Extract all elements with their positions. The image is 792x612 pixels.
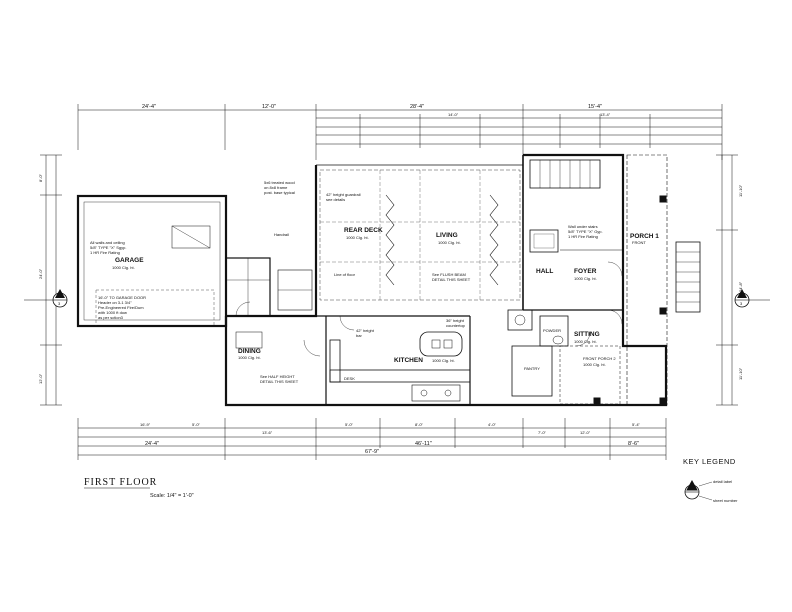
- porch-2-label: FRONT PORCH 2: [583, 356, 616, 361]
- sitting-area: 1000 Clg. ht.: [574, 339, 597, 344]
- porch-2: [559, 345, 621, 405]
- dining-area: 1000 Clg. ht.: [238, 355, 261, 360]
- dim-bottom-sub-d: 5'-0": [345, 422, 354, 427]
- garage-label: GARAGE: [115, 257, 144, 264]
- garage-area: 1000 Clg. ht.: [112, 265, 135, 270]
- kitchen-area: 1000 Clg. ht.: [432, 358, 455, 363]
- dim-bottom-sub-h: 12'-0": [580, 430, 591, 435]
- dim-bottom-sub-e: 8'-0": [415, 422, 424, 427]
- countertop-note-2: countertop: [446, 323, 466, 328]
- kitchen: [326, 315, 471, 405]
- dim-left-b: 24'-0": [38, 268, 43, 279]
- dim-bottom-a: 24'-4": [145, 441, 159, 447]
- key-legend-title: KEY LEGEND: [683, 457, 736, 466]
- rear-deck: [319, 169, 521, 301]
- drawing-title: FIRST FLOOR: [84, 477, 157, 488]
- treated-wood-note-2: on 8x8 frame: [264, 185, 288, 190]
- pantry-label: PANTRY: [524, 366, 540, 371]
- dim-bottom-sub-c: 13'-6": [262, 430, 273, 435]
- bar-note: 42" height: [356, 328, 375, 333]
- stair-wall-note-3: 1 HR Fire Rating: [568, 234, 598, 239]
- key-legend-sheet: sheet number: [713, 498, 738, 503]
- section-marker-right-sheet: 3: [740, 301, 743, 306]
- garage-walls-note: All walls and ceiling: [90, 240, 125, 245]
- bottom-dimensions: [77, 418, 667, 460]
- flush-beam-note: See FLUSH BEAM: [432, 272, 466, 277]
- dim-bottom-sub-a: 16'-9": [140, 422, 151, 427]
- dim-right-b: 24'-8": [738, 281, 743, 292]
- handrail-note: Handrail: [274, 232, 289, 237]
- flush-beam-note-2: DETAIL THIS SHEET: [432, 277, 471, 282]
- garage-door-note-4: with 1000 ft dow: [98, 310, 127, 315]
- living-label: LIVING: [436, 232, 458, 239]
- side-dimensions: [40, 154, 738, 406]
- half-detail-note-2: DETAIL THIS SHEET: [260, 379, 299, 384]
- rear-deck-area: 1000 Clg. ht.: [346, 235, 369, 240]
- stair-hall: [507, 159, 623, 397]
- countertop-note: 36" height: [446, 318, 465, 323]
- porch-1-sub: FRONT: [632, 240, 646, 245]
- dim-bottom-sub-f: 4'-0": [488, 422, 497, 427]
- living-area: 1000 Clg. ht.: [438, 240, 461, 245]
- dim-bottom-b: 46'-11": [415, 441, 432, 447]
- drawing-scale: Scale: 1/4" = 1'-0": [150, 493, 194, 499]
- dim-bottom-overall: 67'-9": [365, 449, 379, 455]
- section-marker-right-letter: A: [740, 294, 743, 299]
- bar-note-2: bar: [356, 333, 362, 338]
- top-dimensions: [77, 104, 723, 160]
- section-marker-left: A 3: [24, 289, 68, 308]
- dim-left-a: 8'-0": [38, 173, 43, 182]
- garage-walls-note-2: 5/8" TYPE "X" Sgyp.: [90, 245, 126, 250]
- half-detail-note: See HALF HEIGHT: [260, 374, 295, 379]
- hall-label: HALL: [536, 268, 553, 275]
- dining: [226, 315, 355, 405]
- dim-left-c: 12'-0": [38, 373, 43, 384]
- dim-right-c: 11'-10": [738, 367, 743, 380]
- rear-deck-label: REAR DECK: [344, 227, 383, 234]
- dim-bottom-c: 8'-6": [628, 441, 639, 447]
- dim-bottom-sub-b: 5'-0": [192, 422, 201, 427]
- stair-wall-note-2: 5/8" TYPE "X" Gyp.: [568, 229, 603, 234]
- garage-door-note: 16'-0" TO GARAGE DOOR: [98, 295, 146, 300]
- dim-top-sub-a: 14'-0": [448, 112, 459, 117]
- guardrail-note-2: see details: [326, 197, 345, 202]
- dim-bottom-sub-i: 5'-4": [632, 422, 641, 427]
- porch-2-area: 1000 Clg. ht.: [583, 362, 606, 367]
- kitchen-label: KITCHEN: [394, 357, 423, 364]
- section-marker-left-letter: A: [58, 294, 61, 299]
- dining-label: DINING: [238, 348, 261, 355]
- treated-wood-note-3: post. base typical: [264, 190, 295, 195]
- sitting-label: SITTING: [574, 331, 600, 338]
- dim-top-overall-right-a: 28'-4": [410, 104, 424, 110]
- treated-wood-note: 5x6 treated wood: [264, 180, 295, 185]
- dim-top-overall-right-b: 15'-4": [588, 104, 602, 110]
- key-legend-symbol: [684, 479, 713, 501]
- garage-door-note-3: Pre-Engineered Fire/Dum: [98, 305, 144, 310]
- guardrail-note: 42" height guardrail: [326, 192, 361, 197]
- dim-right-a: 11'-10": [738, 184, 743, 197]
- desk-label: DESK: [344, 376, 355, 381]
- key-legend-detail: detail label: [713, 479, 732, 484]
- foyer-label: FOYER: [574, 268, 597, 275]
- dim-bottom-sub-g: 7'-0": [538, 430, 547, 435]
- dim-top-overall-mid: 12'-0": [262, 104, 276, 110]
- garage-walls-note-3: 1 HR Fire Rating: [90, 250, 120, 255]
- stair-wall-note: Wall under stairs: [568, 224, 598, 229]
- porch-1: [626, 154, 701, 406]
- garage-door-note-5: as per sction3: [98, 315, 124, 320]
- dim-top-overall-left: 24'-4": [142, 104, 156, 110]
- dim-top-sub-b: 13'-4": [600, 112, 611, 117]
- porch-1-label: PORCH 1: [630, 233, 659, 240]
- garage-door-note-2: Header on 3-1 3/4": [98, 300, 132, 305]
- section-marker-right: A 3: [734, 289, 770, 308]
- fireplace-note: Line of floor: [334, 272, 356, 277]
- section-marker-left-sheet: 3: [58, 301, 61, 306]
- powder-label: POWDER: [543, 328, 561, 333]
- foyer-area: 1000 Clg. ht.: [574, 276, 597, 281]
